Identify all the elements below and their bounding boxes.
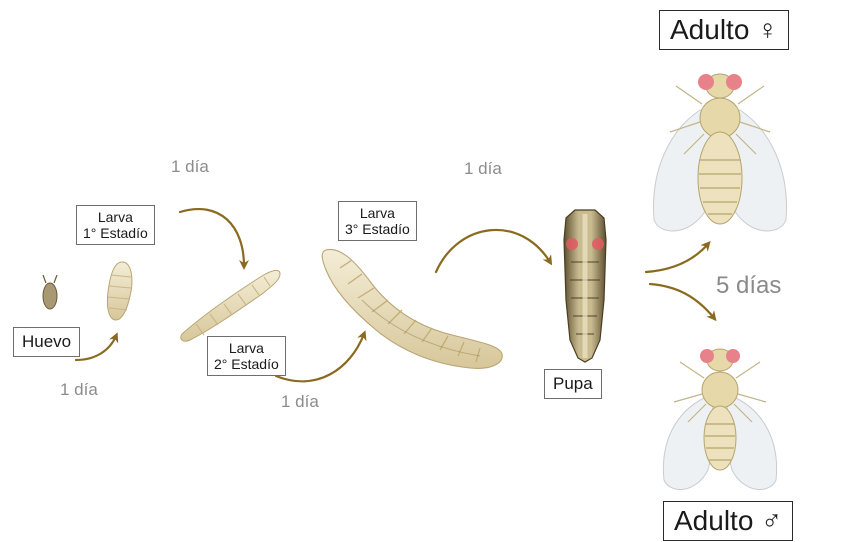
label-adult-male: Adulto ♂ [663,501,793,541]
duration-larva1-to-larva2: 1 día [171,157,209,177]
egg-illustration [43,275,57,309]
label-egg: Huevo [13,327,80,357]
adult-male-fly-illustration [663,349,776,489]
arrow-egg-to-larva1 [76,336,116,360]
label-larva-2nd-line2: 2° Estadío [214,356,279,372]
label-larva-1st-line2: 1° Estadío [83,225,148,241]
arrow-larva1-to-larva2 [180,209,244,266]
label-adult-female-text: Adulto ♀ [670,13,778,47]
label-larva-3rd-line2: 3° Estadío [345,221,410,237]
label-pupa-text: Pupa [553,374,593,394]
label-adult-female: Adulto ♀ [659,10,789,50]
label-larva-2nd-line1: Larva [214,340,279,356]
label-larva-1st-instar: Larva 1° Estadío [76,205,155,245]
label-larva-3rd-instar: Larva 3° Estadío [338,201,417,241]
label-larva-3rd-line1: Larva [345,205,410,221]
label-pupa: Pupa [544,369,602,399]
duration-larva3-to-pupa: 1 día [464,159,502,179]
larva-1st-instar-illustration [107,262,132,320]
pupa-illustration [564,210,606,362]
arrow-pupa-to-female [646,244,708,272]
label-adult-male-text: Adulto ♂ [674,504,782,538]
arrow-larva2-to-larva3 [276,334,364,381]
label-larva-1st-line1: Larva [83,209,148,225]
arrow-pupa-to-male [650,284,714,318]
duration-larva2-to-larva3: 1 día [281,392,319,412]
label-larva-2nd-instar: Larva 2° Estadío [207,336,286,376]
adult-female-fly-illustration [653,74,786,231]
larva-3rd-instar-illustration [322,249,502,368]
larva-2nd-instar-illustration [181,270,280,341]
arrow-larva3-to-pupa [436,230,550,272]
duration-pupa-to-adult: 5 días [716,272,781,300]
duration-egg-to-larva1: 1 día [60,380,98,400]
label-egg-text: Huevo [22,332,71,352]
